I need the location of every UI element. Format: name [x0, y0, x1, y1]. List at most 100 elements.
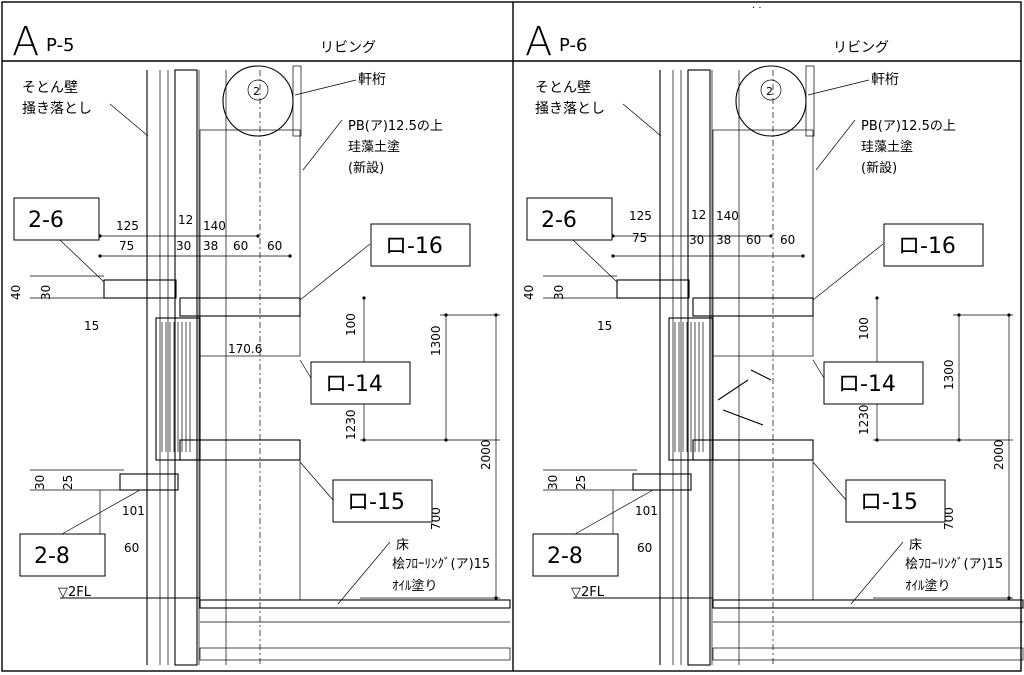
leader-line: [812, 359, 825, 379]
dimension-text: 60: [267, 239, 282, 253]
tag-box: [19, 533, 106, 577]
dimension-text: 38: [203, 239, 218, 253]
window-sill: [692, 439, 814, 461]
beam-mark: 2: [766, 85, 773, 98]
grid-letter: A: [12, 19, 39, 65]
insulation-upper: [199, 129, 301, 299]
dimension-text: 170.6: [228, 342, 262, 356]
dimension-text: 60: [746, 233, 761, 247]
dimension-text: 75: [119, 239, 134, 253]
exterior-hood: [616, 279, 690, 299]
exterior-sill: [632, 473, 692, 491]
edge-fragment-text: . .: [752, 0, 762, 11]
label-ceiling-1: PB(ア)12.5の上: [861, 119, 956, 134]
tag-box: [310, 361, 411, 405]
tag-box: [823, 361, 924, 405]
beam-section: [735, 65, 807, 137]
leader-line: [302, 119, 343, 171]
leader-line: [807, 79, 870, 96]
dim-tick: [362, 438, 366, 442]
lower-beam: [199, 647, 511, 661]
panel-code: P-5: [46, 35, 74, 56]
ceiling-board: [292, 65, 302, 137]
dimension-text: 1300: [429, 325, 443, 356]
dimension-text: 125: [116, 219, 139, 233]
leader-line: [109, 103, 149, 137]
leader-line: [299, 359, 312, 379]
label-ceiling-2: 珪藻土塗: [348, 139, 400, 155]
dimension-text: 30: [546, 475, 560, 490]
dimension-text: 100: [344, 313, 358, 336]
label-wall-finish: そとん壁: [535, 80, 591, 96]
tag-label: 2-8: [547, 544, 583, 569]
label-wall-finish-2: 掻き落とし: [535, 101, 605, 117]
tag-label: 2-8: [34, 544, 70, 569]
dimension-text: 25: [61, 475, 75, 490]
exterior-sill: [119, 473, 179, 491]
wall-sheathing: [687, 69, 711, 666]
tag-box: [526, 197, 613, 241]
dimension-text: 15: [84, 319, 99, 333]
window-head: [692, 297, 814, 317]
dim-tick: [957, 313, 961, 317]
label-floor-3: ｵｲﾙ塗り: [905, 578, 951, 594]
dimension-text: 101: [635, 504, 658, 518]
label-ceiling-2: 珪藻土塗: [861, 139, 913, 155]
dim-tick: [288, 254, 292, 258]
wall-sheathing: [174, 69, 198, 666]
leader-line: [299, 243, 371, 301]
insulation-lower: [199, 459, 301, 601]
dimension-text: 1230: [857, 404, 871, 435]
lower-beam: [712, 647, 1024, 661]
head-trim: [712, 297, 814, 357]
beam-mark-circle: [760, 79, 782, 101]
dimension-text: 1230: [344, 409, 358, 440]
dimension-text: 101: [122, 504, 145, 518]
beam-section: [222, 65, 294, 137]
dim-tick: [875, 296, 879, 300]
dimension-text: 15: [597, 319, 612, 333]
exterior-hood: [103, 279, 177, 299]
dimension-text: 60: [637, 541, 652, 555]
panel-code: P-6: [559, 35, 587, 56]
tag-label: ロ-15: [860, 490, 918, 515]
dimension-text: 60: [780, 233, 795, 247]
window-frame: [155, 317, 201, 461]
ceiling-board: [805, 65, 815, 137]
label-beam: 軒桁: [871, 72, 899, 88]
beam-mark: 2: [253, 85, 260, 98]
leader-line: [61, 489, 141, 535]
dim-tick: [494, 596, 498, 600]
leader-line: [812, 461, 847, 501]
dim-tick: [256, 234, 260, 238]
floor-board: [712, 599, 1024, 609]
leader-line: [812, 243, 884, 301]
dimension-text: 38: [716, 233, 731, 247]
insulation-lower: [712, 459, 814, 601]
window-frame: [668, 317, 714, 461]
dimension-text: 60: [124, 541, 139, 555]
dimension-text: 40: [9, 285, 23, 300]
window-head: [179, 297, 301, 317]
tag-box: [883, 223, 984, 267]
dimension-text: 30: [689, 233, 704, 247]
label-floor-3: ｵｲﾙ塗り: [392, 578, 438, 594]
dimension-text: 25: [574, 475, 588, 490]
dim-tick: [98, 254, 102, 258]
leader-line: [572, 239, 618, 283]
leader-line: [337, 541, 391, 605]
leader-line: [815, 119, 856, 171]
label-ceiling-3: (新設): [861, 160, 897, 176]
label-level: ▽2FL: [571, 585, 605, 600]
leader-line: [59, 239, 105, 283]
dimension-text: 2000: [479, 439, 493, 470]
leader-line: [850, 541, 904, 605]
dimension-text: 40: [522, 285, 536, 300]
tag-box: [332, 479, 433, 523]
dim-tick: [494, 313, 498, 317]
grid-letter: A: [525, 19, 552, 65]
room-name: リビング: [320, 40, 376, 56]
dim-tick: [801, 254, 805, 258]
open-sash: [717, 369, 772, 426]
